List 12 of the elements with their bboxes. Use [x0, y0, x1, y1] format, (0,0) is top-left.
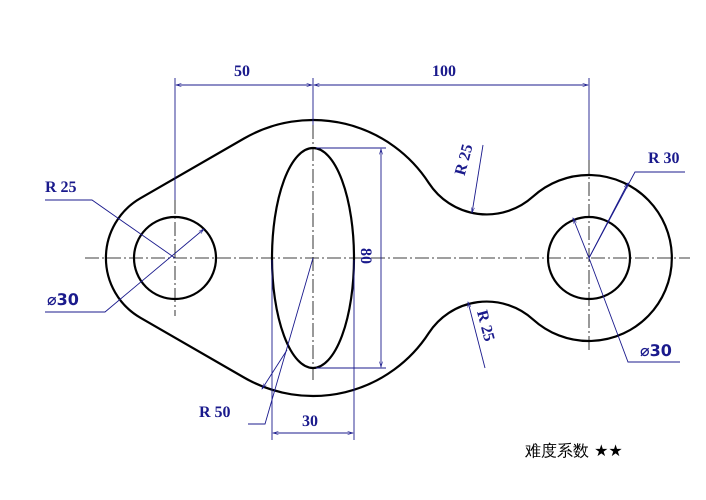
dimension-text: 30 [302, 414, 318, 430]
dimension-text: R 25 [452, 142, 477, 178]
dimension-text: ⌀30 [640, 343, 672, 359]
dimension-text: 100 [432, 64, 456, 80]
dimension-text: R 30 [648, 151, 680, 167]
dimension-text: R 25 [472, 308, 497, 344]
dimension-text: 50 [234, 64, 250, 80]
dimension-text: R 25 [45, 180, 77, 196]
dimension-text: R 50 [199, 405, 231, 421]
dimension-text: 80 [357, 248, 373, 264]
difficulty-rating: 难度系数 ★★ [525, 443, 623, 459]
dimension-text: ⌀30 [47, 292, 79, 308]
